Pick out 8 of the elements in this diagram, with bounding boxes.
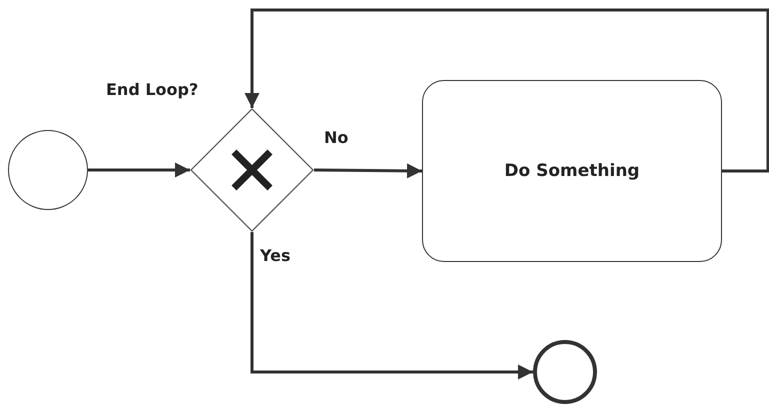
arrow [250,232,533,380]
gateway-diamond [190,108,314,232]
task-label: Do Something [504,161,640,181]
task-box [422,80,722,262]
arrow [88,162,190,178]
arrow [244,8,769,172]
arrow [314,163,422,178]
gateway-label: End Loop? [104,80,200,99]
